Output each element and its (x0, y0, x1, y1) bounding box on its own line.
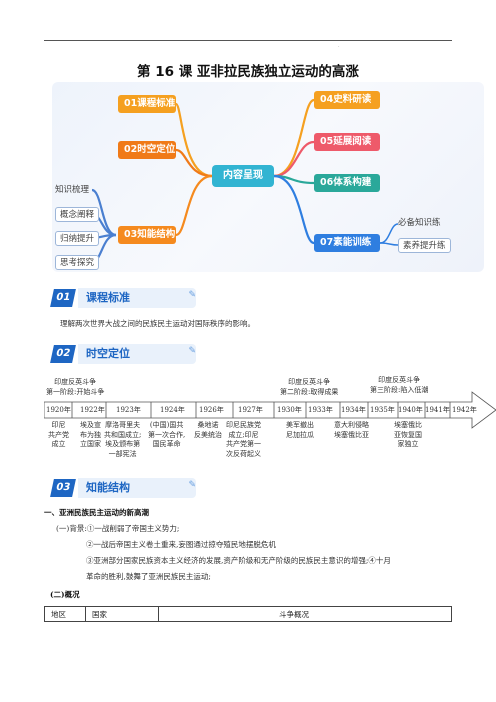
timeline-year: 1935年 (370, 406, 395, 414)
mindmap-node-right-3: 07素能训练 (314, 234, 380, 252)
timeline-axis (44, 391, 496, 429)
course-standard-text: 理解两次世界大战之间的民族民主运动对国际秩序的影响。 (60, 319, 255, 328)
overview-table: 地区 国家 斗争概况 (44, 606, 452, 622)
timeline-event: 印尼 共产党 成立 (48, 421, 69, 448)
table-header-row: 地区 国家 斗争概况 (44, 606, 452, 622)
mindmap-sub-right-0: 必备知识练 (398, 218, 441, 228)
timeline-year: 1923年 (116, 406, 141, 414)
timeline-event: 摩洛哥里夫 共和国成立; 埃及颁布第 一部宪法 (104, 421, 142, 458)
section-number: 01 (50, 289, 76, 307)
heading-asia-movement: 一、亚洲民族民主运动的新高潮 (44, 508, 149, 517)
section-badge-course-standard: 01 课程标准 ✎ (50, 288, 202, 308)
header-rule (44, 40, 452, 41)
mindmap-node-right-0: 04史料研读 (314, 91, 380, 109)
mindmap-sub-left-0: 知识梳理 (55, 185, 90, 195)
timeline-year: 1927年 (238, 406, 263, 414)
header-mark: · (338, 44, 340, 50)
section-label: 知能结构 (78, 478, 196, 498)
feather-icon: ✎ (188, 480, 196, 490)
mindmap-sub-left-3: 思考探究 (55, 255, 100, 270)
background-line-4: 革命的胜利,鼓舞了亚洲民族民主运动; (86, 572, 211, 581)
timeline-phase-2: 印度反英斗争 第二阶段:取得成果 (280, 378, 339, 396)
table-header-region: 地区 (44, 606, 86, 622)
background-line-3: ③亚洲部分国家民族资本主义经济的发展,资产阶级和无产阶级的民族民主意识的增强;④… (86, 556, 391, 565)
timeline-year: 1934年 (341, 406, 366, 414)
timeline-phase-3: 印度反英斗争 第三阶段:陷入低潮 (370, 376, 429, 394)
feather-icon: ✎ (188, 290, 196, 300)
timeline-event: 桑地诺 反美统治 (194, 421, 222, 439)
mindmap-node-left-2: 03知能结构 (118, 226, 176, 244)
timeline-year: 1930年 (277, 406, 302, 414)
timeline-event: 埃塞俄比 亚恢复国 家独立 (394, 421, 422, 448)
timeline-event: 意大利侵略 埃塞俄比亚 (334, 421, 369, 439)
timeline-event: (中国)国共 第一次合作, 国民革命 (148, 421, 186, 448)
mindmap-node-left-1: 02时空定位 (118, 141, 176, 159)
timeline-year: 1924年 (160, 406, 185, 414)
timeline-event: 埃及宣 布为独 立国家 (80, 421, 101, 448)
timeline-year: 1941年 (425, 406, 450, 414)
timeline-year: 1942年 (452, 406, 477, 414)
section-number: 03 (50, 479, 76, 497)
section-label: 课程标准 (78, 288, 196, 308)
mindmap-node-right-1: 05延展阅读 (314, 133, 380, 151)
mindmap-sub-right-1: 素养提升练 (398, 238, 451, 253)
background-line-2: ②一战后帝国主义卷土重来,妄图通过掠夺殖民地摆脱危机 (86, 540, 276, 549)
mindmap-sub-left-1: 概念阐释 (55, 207, 100, 222)
background-line-1: (一)背景:①一战削弱了帝国主义势力; (56, 524, 180, 533)
table-header-country: 国家 (85, 606, 159, 622)
feather-icon: ✎ (188, 346, 196, 356)
content-mindmap: 01课程标准 02时空定位 03知能结构 内容呈现 04史料研读 05延展阅读 … (52, 82, 484, 272)
timeline-year: 1920年 (46, 406, 71, 414)
timeline-year: 1940年 (398, 406, 423, 414)
timeline-year: 1933年 (308, 406, 333, 414)
timeline-event: 印尼民族党 成立;印尼 共产党第一 次反荷起义 (226, 421, 261, 458)
timeline-year: 1926年 (199, 406, 224, 414)
mindmap-connectors (91, 98, 399, 264)
section-number: 02 (50, 345, 76, 363)
section-badge-timeline: 02 时空定位 ✎ (50, 344, 202, 364)
page-title: 第 16 课 亚非拉民族独立运动的高涨 (137, 64, 359, 80)
mindmap-sub-left-2: 归纳提升 (55, 231, 100, 246)
mindmap-node-right-2: 06体系构建 (314, 174, 380, 192)
section-badge-knowledge-structure: 03 知能结构 ✎ (50, 478, 202, 498)
timeline-phase-1: 印度反英斗争 第一阶段:开始斗争 (46, 378, 105, 396)
table-header-struggle: 斗争概况 (158, 606, 452, 622)
mindmap-node-left-0: 01课程标准 (118, 95, 176, 113)
heading-overview: (二)概况 (50, 590, 80, 599)
timeline-event: 美军撤出 尼加拉瓜 (286, 421, 314, 439)
section-label: 时空定位 (78, 344, 196, 364)
mindmap-center: 内容呈现 (212, 165, 274, 187)
timeline-year: 1922年 (80, 406, 105, 414)
